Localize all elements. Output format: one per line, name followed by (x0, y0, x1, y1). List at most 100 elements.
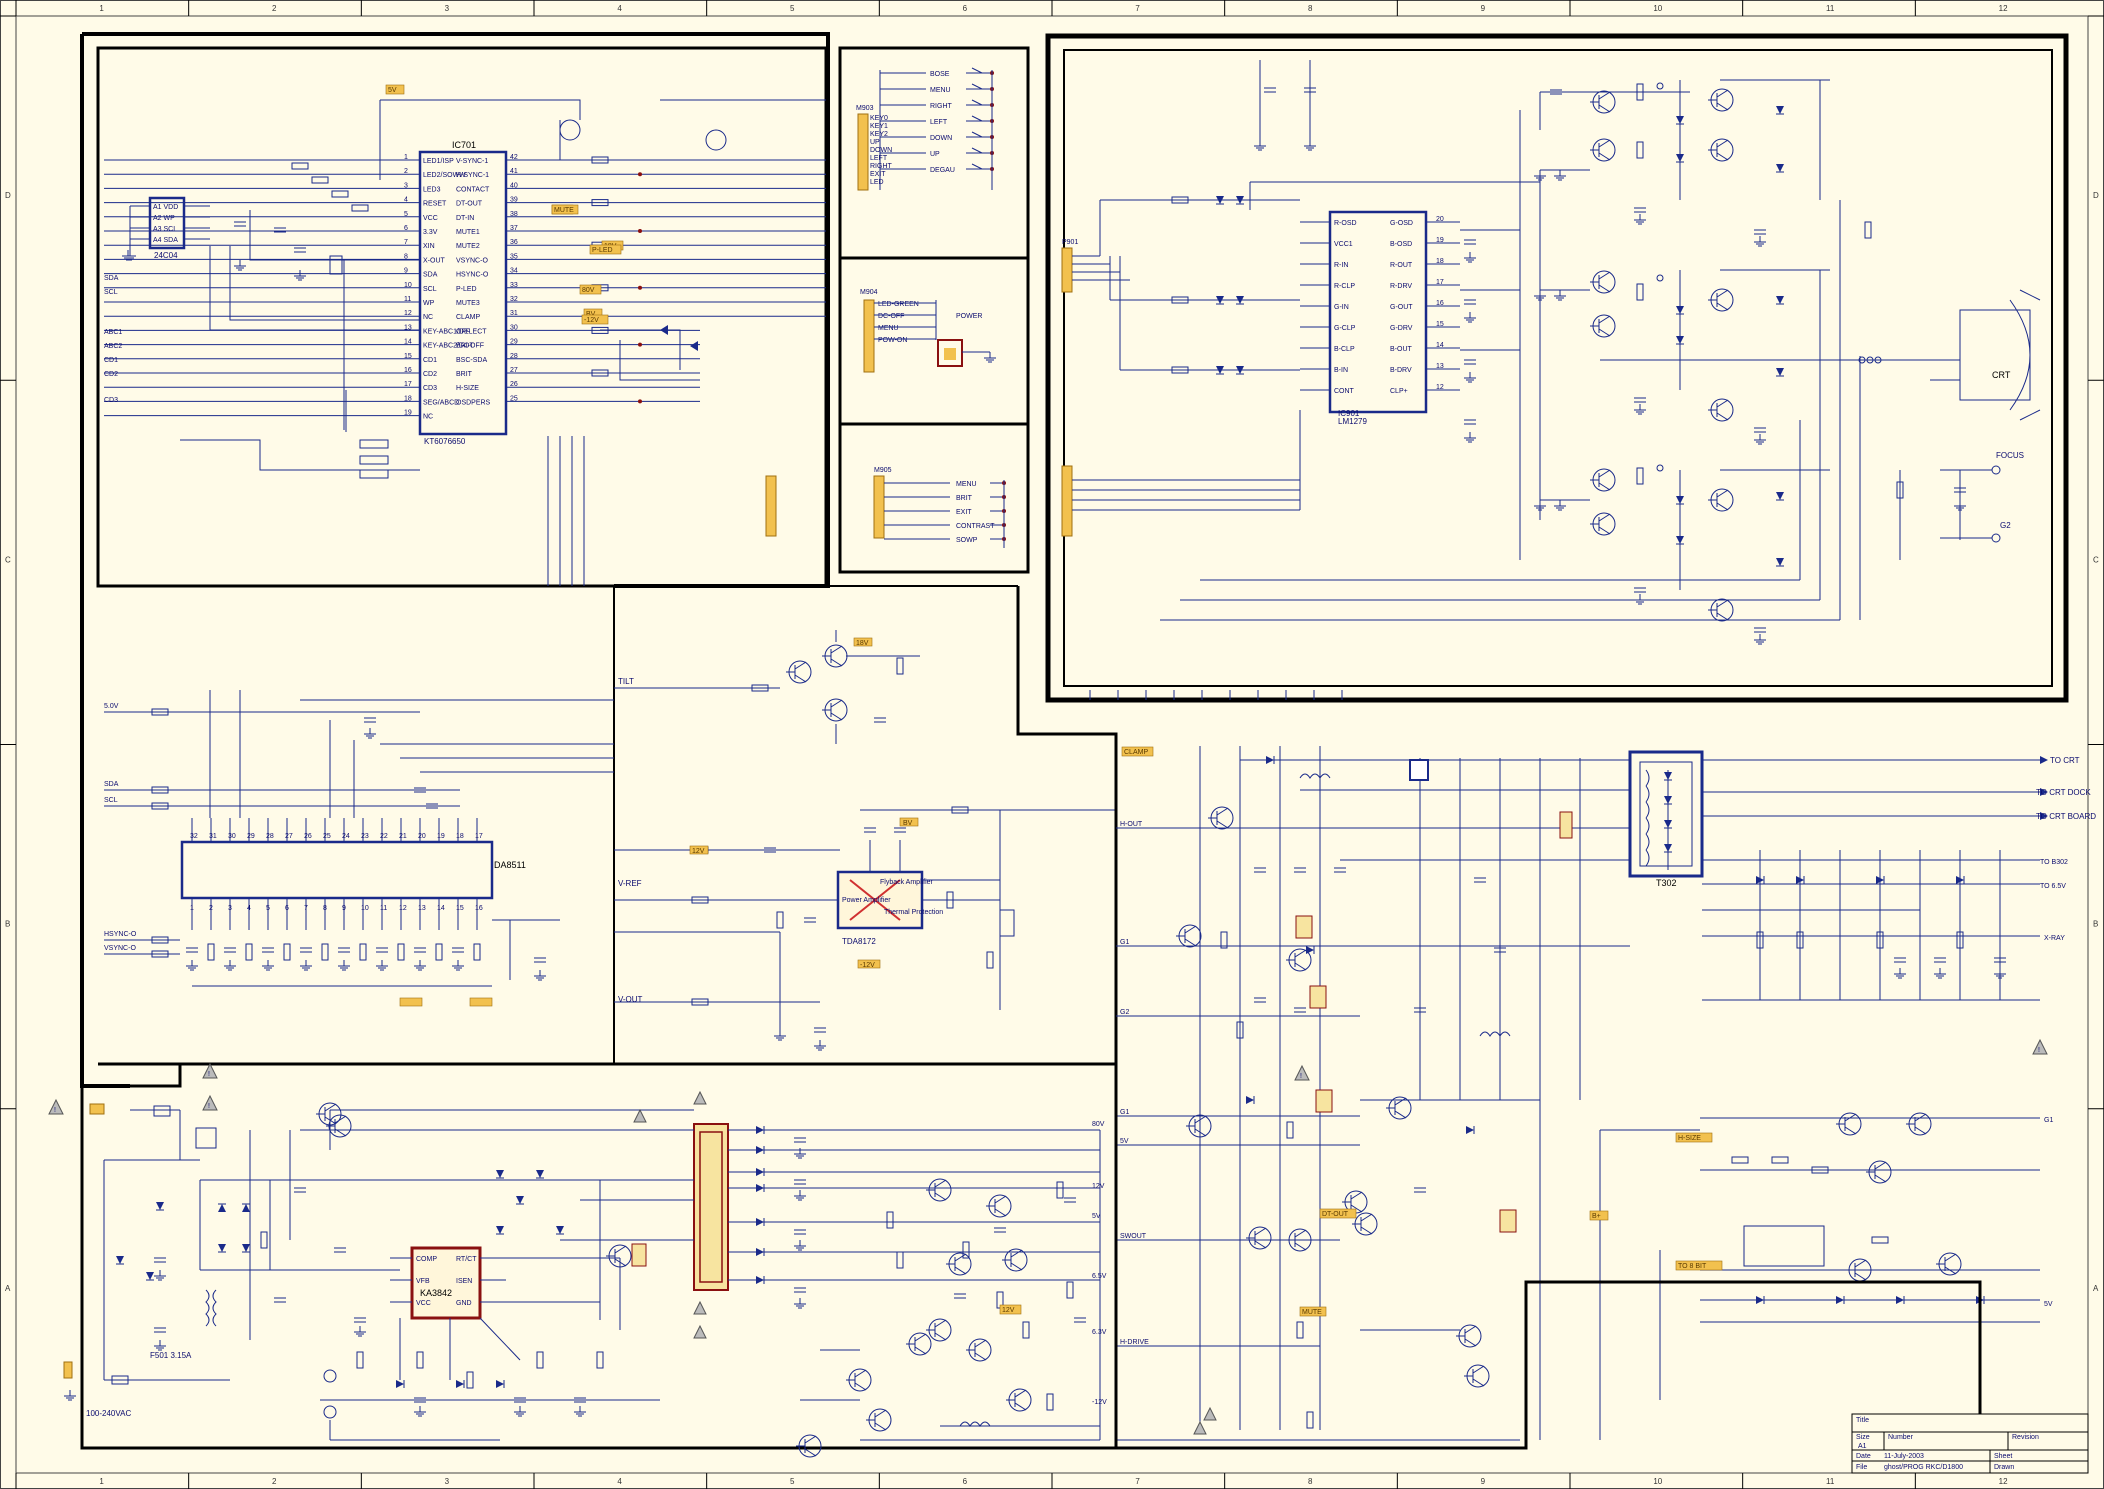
mcu-right-nets (526, 156, 826, 404)
svg-text:17: 17 (475, 833, 483, 840)
mcu-pin-right: BRI-OFF (456, 343, 484, 350)
va-pin-right: G-OUT (1390, 304, 1413, 311)
number-label: Number (1888, 1434, 1914, 1441)
svg-text:11: 11 (380, 905, 387, 912)
svg-text:5V: 5V (2044, 1301, 2053, 1308)
va-pin-left: VCC1 (1334, 241, 1353, 248)
horizontal-parts (1176, 756, 2006, 1429)
svg-text:!: ! (54, 1107, 56, 1114)
va-pin-left: R-IN (1334, 262, 1348, 269)
vert-vout: V-OUT (618, 995, 643, 1004)
svg-text:30: 30 (228, 833, 236, 840)
deflection-pins: 3213123032942852762672582492310221121122… (104, 690, 614, 1007)
mcu-pin-right: BSC-SDA (456, 357, 487, 364)
keys2-item: LED-GREEN (878, 301, 919, 308)
svg-text:13: 13 (1436, 363, 1444, 370)
svg-text:27: 27 (510, 367, 518, 374)
keys1-connector: M903 (856, 105, 874, 112)
svg-text:RIGHT: RIGHT (870, 163, 893, 170)
title-block: Title Size A1 Number Revision Date 11-Ju… (1851, 1413, 2089, 1474)
svg-text:LED: LED (870, 179, 884, 186)
svg-text:2: 2 (209, 905, 213, 912)
svg-text:10: 10 (404, 282, 412, 289)
mcu-pin-right: V-SYNC-1 (456, 158, 488, 165)
zone-col: 9 (1481, 1477, 1486, 1486)
eeprom-chip (148, 196, 186, 250)
svg-text:LEFT: LEFT (870, 155, 888, 162)
crt-transistors (1249, 60, 1830, 645)
svg-text:2: 2 (404, 168, 408, 175)
zone-col: 5 (790, 1477, 795, 1486)
svg-text:14: 14 (437, 905, 445, 912)
mcu-pin-left: SCL (423, 286, 437, 293)
pwm-pin: GND (456, 1300, 472, 1307)
va-pin-left: B-CLP (1334, 346, 1355, 353)
power-tag: DT-OUT (1322, 1211, 1349, 1218)
svg-text:18: 18 (404, 395, 412, 402)
va-pin-right: G-OSD (1390, 220, 1413, 227)
pwm-pin: RT/CT (456, 1256, 477, 1263)
svg-text:6: 6 (404, 225, 408, 232)
va-pin-left: R-CLP (1334, 283, 1355, 290)
svg-text:15: 15 (456, 905, 464, 912)
mcu-pin-left: NC (423, 414, 433, 421)
psu-parts: !!!!! (48, 1038, 2048, 1435)
svg-text:9: 9 (342, 905, 346, 912)
mcu-pin-left: KEY-ABC1/DELECT (423, 328, 487, 335)
svg-text:HSYNC-O: HSYNC-O (104, 931, 137, 938)
svg-text:10: 10 (361, 905, 369, 912)
bridge-rectifier (64, 1105, 271, 1401)
svg-text:H-OUT: H-OUT (1120, 821, 1143, 828)
horiz-out-2: TO CRT DOCK (2036, 788, 2091, 797)
power-tag: 5V (388, 87, 397, 94)
svg-text:5: 5 (404, 211, 408, 218)
mcu-pin-left: LED1/ISP (423, 158, 454, 165)
svg-text:-12V: -12V (860, 962, 875, 969)
mcu-pin-left: SDA (423, 272, 438, 279)
crt-focus: FOCUS (1996, 451, 2024, 460)
mcu-pin-right: VSYNC-O (456, 257, 488, 264)
zone-col: 3 (445, 4, 450, 13)
pwm-chip (410, 1246, 482, 1320)
svg-text:12: 12 (1436, 384, 1444, 391)
svg-text:16: 16 (475, 905, 483, 912)
eeprom-pin: A1 VDD (153, 204, 178, 211)
svg-text:26: 26 (510, 381, 518, 388)
svg-text:CD2: CD2 (104, 371, 118, 378)
keys1-switch: BOSE (930, 71, 950, 78)
power-tag: BV (586, 311, 596, 318)
svg-text:16: 16 (1436, 300, 1444, 307)
keys1-switch: UP (930, 151, 940, 158)
mcu-pin-right: DT-OUT (456, 201, 483, 208)
mcu-pin-left: RESET (423, 201, 447, 208)
zone-col: 8 (1308, 4, 1313, 13)
svg-text:7: 7 (304, 905, 308, 912)
date-label: Date (1856, 1453, 1871, 1460)
mcu-pin-left: CD3 (423, 385, 437, 392)
svg-text:8: 8 (323, 905, 327, 912)
mcu-right-pins: V-SYNC-142H-SYNC-141CONTACT40DT-OUT39DT-… (456, 154, 526, 406)
zone-col: 11 (1826, 4, 1835, 13)
svg-text:24: 24 (342, 833, 350, 840)
deflection-part: DA8511 (494, 860, 526, 870)
mcu-pin-left: NC (423, 314, 433, 321)
va-pin-right: CLP+ (1390, 388, 1408, 395)
zone-row: C (5, 555, 11, 564)
mcu-pin-left: CD1 (423, 357, 437, 364)
zone-col: 4 (617, 4, 622, 13)
pwm-pin: VFB (416, 1278, 430, 1285)
mcu-pin-right: H-SIZE (456, 385, 479, 392)
keys1-switch: LEFT (930, 119, 948, 126)
svg-text:BV: BV (903, 820, 913, 827)
svg-text:21: 21 (399, 833, 407, 840)
svg-text:5: 5 (266, 905, 270, 912)
svg-text:UP: UP (870, 139, 880, 146)
crt-label: CRT (1992, 370, 2011, 380)
mcu-pin-right: P-LED (456, 286, 477, 293)
zone-row: A (2093, 1284, 2099, 1293)
svg-text:12V: 12V (692, 848, 705, 855)
keys2-connector: M904 (860, 289, 878, 296)
